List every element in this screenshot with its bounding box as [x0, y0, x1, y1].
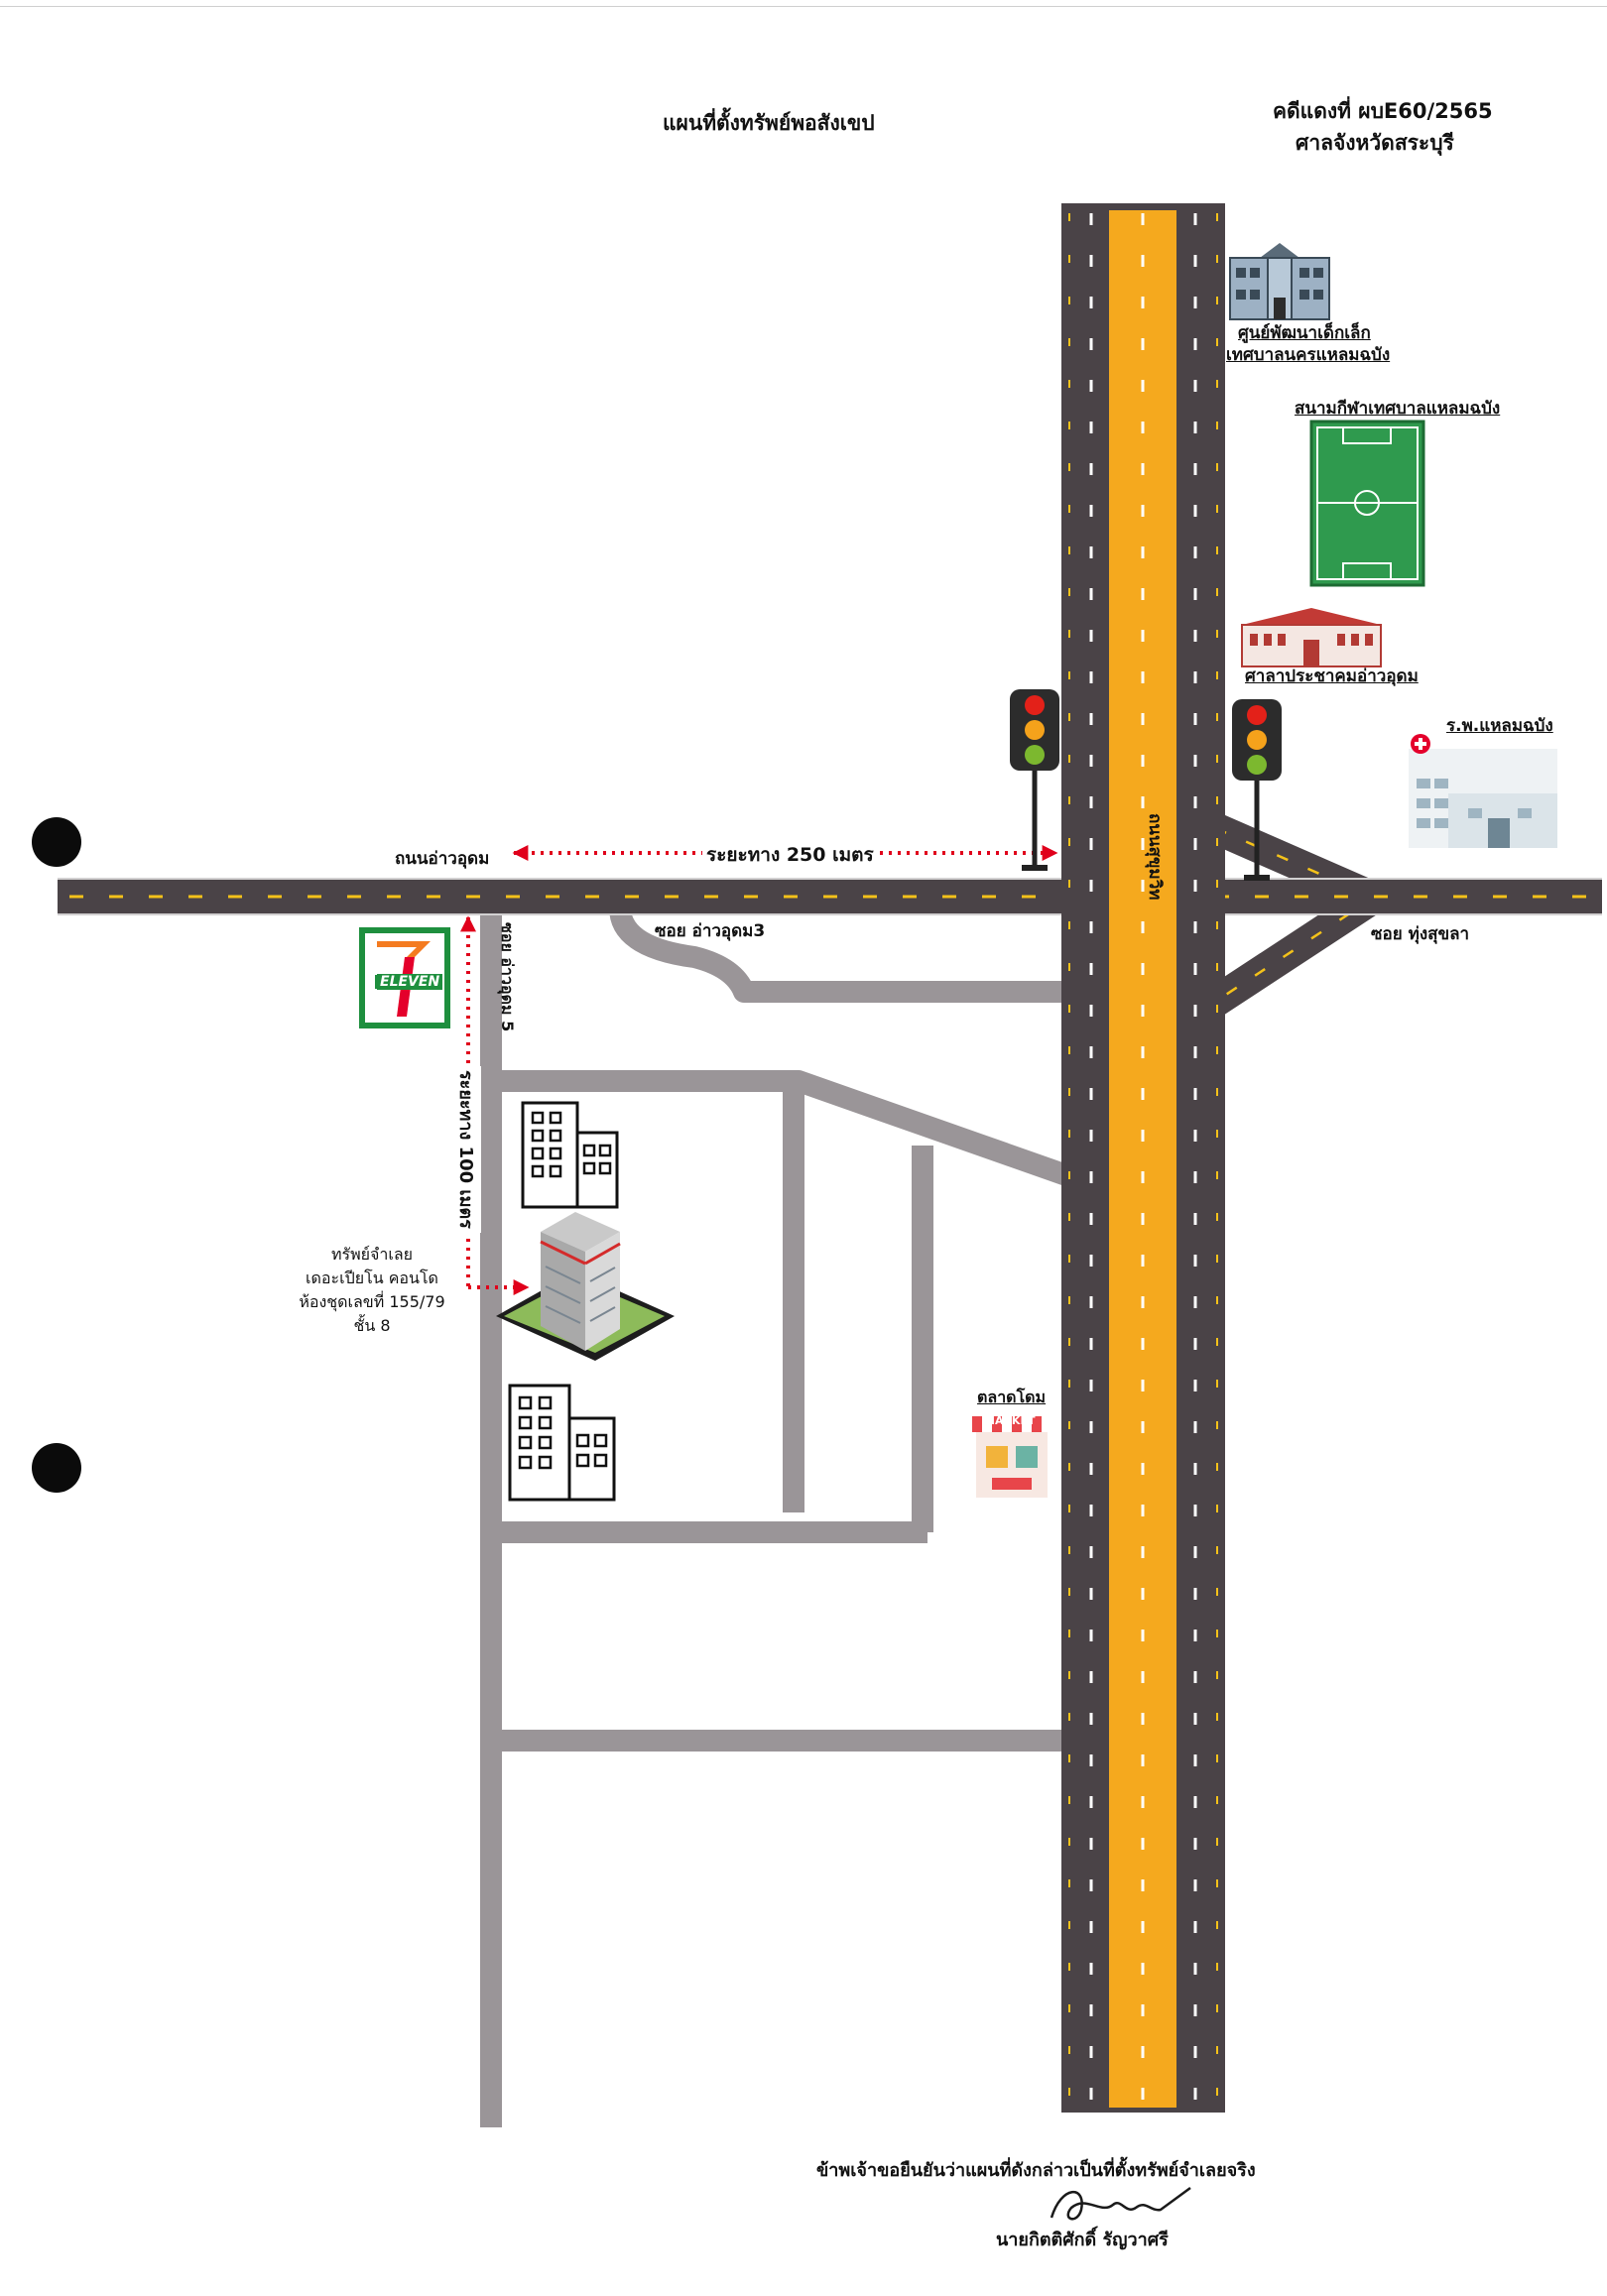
store-logo-text: ELEVEN	[377, 974, 443, 990]
distance-250m-label: ระยะทาง 250 เมตร	[702, 840, 878, 870]
property-line2: เดอะเปียโน คอนโด	[306, 1269, 438, 1287]
signature-icon	[1050, 2186, 1191, 2221]
traffic-light-icon	[1010, 689, 1059, 871]
main-highway	[1061, 203, 1225, 2113]
footer-statement: ข้าพเจ้าขอยืนยันว่าแผนที่ดังกล่าวเป็นที่…	[816, 2160, 1256, 2181]
punch-hole-top	[32, 817, 81, 867]
case-number: คดีแดงที่ ผบE60/2565	[1273, 99, 1493, 123]
map-title: แผนที่ตั้งทรัพย์พอสังเขป	[663, 111, 875, 135]
property-line3: ห้องชุดเลขที่ 155/79	[299, 1292, 445, 1311]
property-line4: ชั้น 8	[353, 1316, 391, 1335]
property-line1: ทรัพย์จำเลย	[330, 1245, 414, 1264]
condo-tower-icon	[496, 1212, 675, 1361]
inner-road-upper	[491, 1070, 1070, 1186]
distance-100m-label: ระยะทาง 100 เมตร	[452, 1066, 481, 1233]
childcare-label-line2: เทศบาลนครแหลมฉบัง	[1226, 345, 1391, 365]
side-roads	[480, 906, 1070, 2127]
main-highway-label: ถนนสุขุมวิท	[1145, 813, 1165, 901]
office-building-icon	[508, 1384, 616, 1502]
office-building-icon	[521, 1101, 619, 1209]
traffic-light-icon	[1232, 699, 1282, 881]
scan-edge-top	[0, 6, 1607, 7]
soccer-field-icon	[1309, 420, 1425, 587]
soi-thung-sukhla-label: ซอย ทุ่งสุขลา	[1371, 924, 1470, 944]
hospital-label: ร.พ.แหลมฉบัง	[1446, 716, 1553, 736]
property-label: ทรัพย์จำเลย เดอะเปียโน คอนโด ห้องชุดเลขท…	[298, 1243, 446, 1338]
stadium-label: สนามกีฬาเทศบาลแหลมฉบัง	[1295, 399, 1501, 419]
ao-udom-road-label: ถนนอ่าวอุดม	[395, 849, 490, 869]
distance-arrows	[460, 845, 1058, 1295]
court-name: ศาลจังหวัดสระบุรี	[1296, 131, 1454, 155]
town-hall-icon	[1241, 608, 1382, 667]
soi-ao-udom-3-label: ซอย อ่าวอุดม3	[655, 921, 766, 941]
market-label: ตลาดโดม	[977, 1388, 1047, 1406]
ao-udom-road	[58, 878, 1069, 915]
soi-3-road	[609, 906, 1066, 1003]
soi-ao-udom-5-label: ซอย อ่าวอุดม 5	[498, 922, 517, 1032]
hall-label: ศาลาประชาคมอ่าวอุดม	[1245, 666, 1419, 686]
market-stall-icon	[972, 1416, 1051, 1498]
childcare-label-line1: ศูนย์พัฒนาเด็กเล็ก	[1238, 323, 1371, 343]
punch-hole-bottom	[32, 1443, 81, 1493]
market-sign-text: MARKET	[984, 1414, 1036, 1427]
east-road	[1206, 813, 1602, 1016]
hospital-icon	[1409, 734, 1557, 848]
signer-name: นายกิตติศักดิ์ รัญวาศรี	[996, 2230, 1169, 2250]
school-building-icon	[1229, 243, 1330, 320]
